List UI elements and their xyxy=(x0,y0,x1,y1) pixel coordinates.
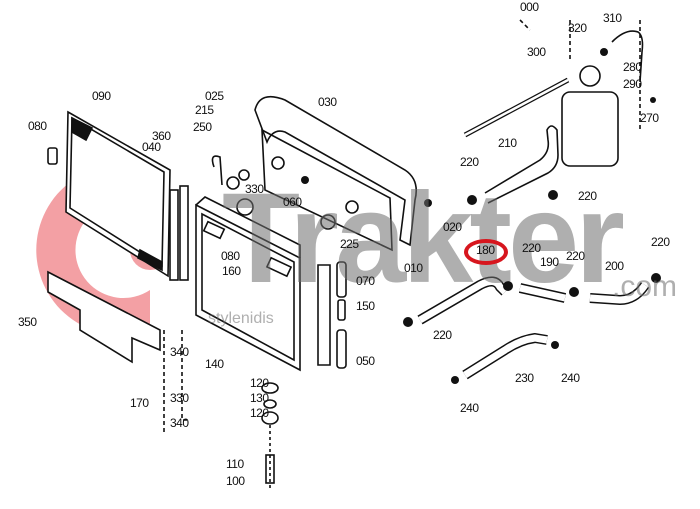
part-label[interactable]: 360 xyxy=(152,129,171,143)
part-label[interactable]: 220 xyxy=(578,189,597,203)
part-label[interactable]: 060 xyxy=(283,195,302,209)
part-label[interactable]: 110 xyxy=(226,457,244,471)
part-label[interactable]: 010 xyxy=(404,261,423,275)
watermark-domain: .com xyxy=(612,270,678,303)
part-label[interactable]: 090 xyxy=(92,89,111,103)
part-label[interactable]: 040 xyxy=(142,140,161,154)
part-label[interactable]: 130 xyxy=(250,391,269,405)
part-label[interactable]: 080 xyxy=(28,119,47,133)
part-label[interactable]: 170 xyxy=(130,396,149,410)
part-label[interactable]: 120 xyxy=(250,376,269,390)
part-label-highlighted[interactable]: 180 xyxy=(476,243,495,257)
part-label[interactable]: 140 xyxy=(205,357,224,371)
part-label[interactable]: 230 xyxy=(515,371,534,385)
part-label[interactable]: 300 xyxy=(527,45,546,59)
watermark-sub: stylenidis xyxy=(208,310,274,327)
highlight-ring-180 xyxy=(464,239,508,265)
part-label[interactable]: 160 xyxy=(222,264,241,278)
part-label[interactable]: 340 xyxy=(170,345,189,359)
part-label[interactable]: 050 xyxy=(356,354,375,368)
part-label[interactable]: 250 xyxy=(193,120,212,134)
part-label[interactable]: 225 xyxy=(340,237,359,251)
part-label[interactable]: 220 xyxy=(651,235,670,249)
part-label[interactable]: 340 xyxy=(170,416,189,430)
part-label[interactable]: 000 xyxy=(520,0,539,14)
condenser-part xyxy=(65,110,171,278)
part-label[interactable]: 310 xyxy=(603,11,622,25)
radiator-part xyxy=(195,203,301,372)
part-label[interactable]: 320 xyxy=(568,21,587,35)
part-label[interactable]: 220 xyxy=(460,155,479,169)
part-label[interactable]: 270 xyxy=(640,111,659,125)
watermark-brand: Trakter xyxy=(222,167,625,310)
part-label[interactable]: 290 xyxy=(623,77,642,91)
part-label[interactable]: 100 xyxy=(226,474,245,488)
part-label[interactable]: 330 xyxy=(245,182,264,196)
part-label[interactable]: 240 xyxy=(460,401,479,415)
part-label[interactable]: 240 xyxy=(561,371,580,385)
part-label[interactable]: 020 xyxy=(443,220,462,234)
part-label[interactable]: 220 xyxy=(522,241,541,255)
part-label[interactable]: 120 xyxy=(250,406,269,420)
part-label[interactable]: 220 xyxy=(566,249,585,263)
part-label[interactable]: 030 xyxy=(318,95,337,109)
part-label[interactable]: 220 xyxy=(433,328,452,342)
part-label[interactable]: 350 xyxy=(18,315,37,329)
part-label[interactable]: 025 xyxy=(205,89,224,103)
part-label[interactable]: 215 xyxy=(195,103,214,117)
part-label[interactable]: 210 xyxy=(498,136,517,150)
part-label[interactable]: 200 xyxy=(605,259,624,273)
part-label[interactable]: 330 xyxy=(170,391,189,405)
part-label[interactable]: 190 xyxy=(540,255,559,269)
part-label[interactable]: 070 xyxy=(356,274,375,288)
part-label[interactable]: 280 xyxy=(623,60,642,74)
part-label[interactable]: 150 xyxy=(356,299,375,313)
part-label[interactable]: 080 xyxy=(221,249,240,263)
